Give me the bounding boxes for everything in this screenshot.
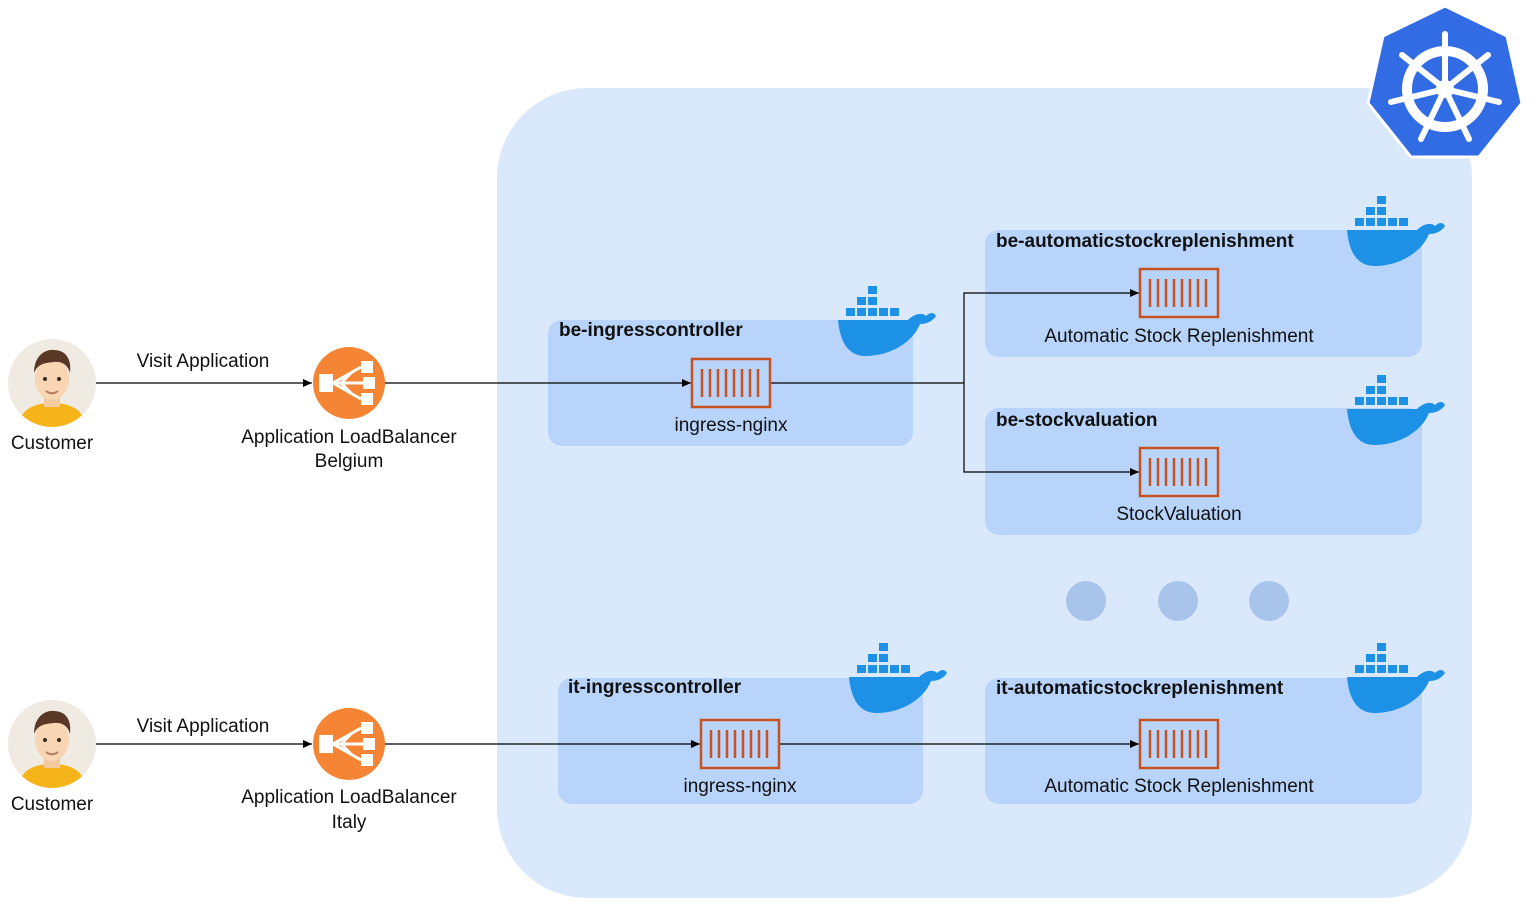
namespace-title: be-automaticstockreplenishment: [996, 231, 1294, 252]
edges: [96, 289, 1139, 748]
edge-label: Visit Application: [136, 716, 270, 737]
namespace-it-automaticstockreplenishment: [985, 678, 1422, 804]
load-balancer-label: Application LoadBalancer: [241, 427, 457, 448]
customer-avatar-icon: [8, 700, 96, 788]
edge-label: Visit Application: [136, 351, 270, 372]
service-label: Automatic Stock Replenishment: [1044, 326, 1314, 347]
customer-label: Customer: [10, 433, 94, 454]
load-balancer-region: Belgium: [314, 451, 384, 472]
container-icon: [699, 718, 781, 770]
container-icon: [690, 357, 772, 409]
load-balancer-label: Application LoadBalancer: [241, 787, 457, 808]
docker-whale-icon: [849, 643, 947, 713]
load-balancer-icon: [311, 345, 387, 421]
edge-to-be-asr: [963, 289, 1139, 383]
ellipsis-dots: [1066, 581, 1289, 621]
docker-whale-icon: [1347, 375, 1445, 445]
docker-whale-icon: [1347, 196, 1445, 266]
customer-label: Customer: [10, 794, 94, 815]
edge-to-be-stockvaluation: [963, 383, 1139, 476]
container-icon: [1138, 718, 1220, 770]
docker-whale-icon: [1347, 643, 1445, 713]
customer-avatar-icon: [8, 339, 96, 427]
load-balancer-icon: [311, 706, 387, 782]
namespace-title: be-ingresscontroller: [559, 320, 743, 341]
service-label: StockValuation: [1116, 504, 1242, 525]
service-label: Automatic Stock Replenishment: [1044, 776, 1314, 797]
load-balancer-region: Italy: [331, 812, 367, 833]
docker-whale-icon: [838, 286, 936, 356]
namespace-title: it-automaticstockreplenishment: [996, 678, 1284, 699]
service-label: ingress-nginx: [674, 415, 788, 436]
namespace-title: be-stockvaluation: [996, 410, 1158, 431]
kubernetes-icon: [1366, 4, 1524, 159]
service-label: ingress-nginx: [683, 776, 797, 797]
container-icon: [1138, 267, 1220, 319]
namespace-title: it-ingresscontroller: [568, 677, 742, 698]
container-icon: [1138, 446, 1220, 498]
